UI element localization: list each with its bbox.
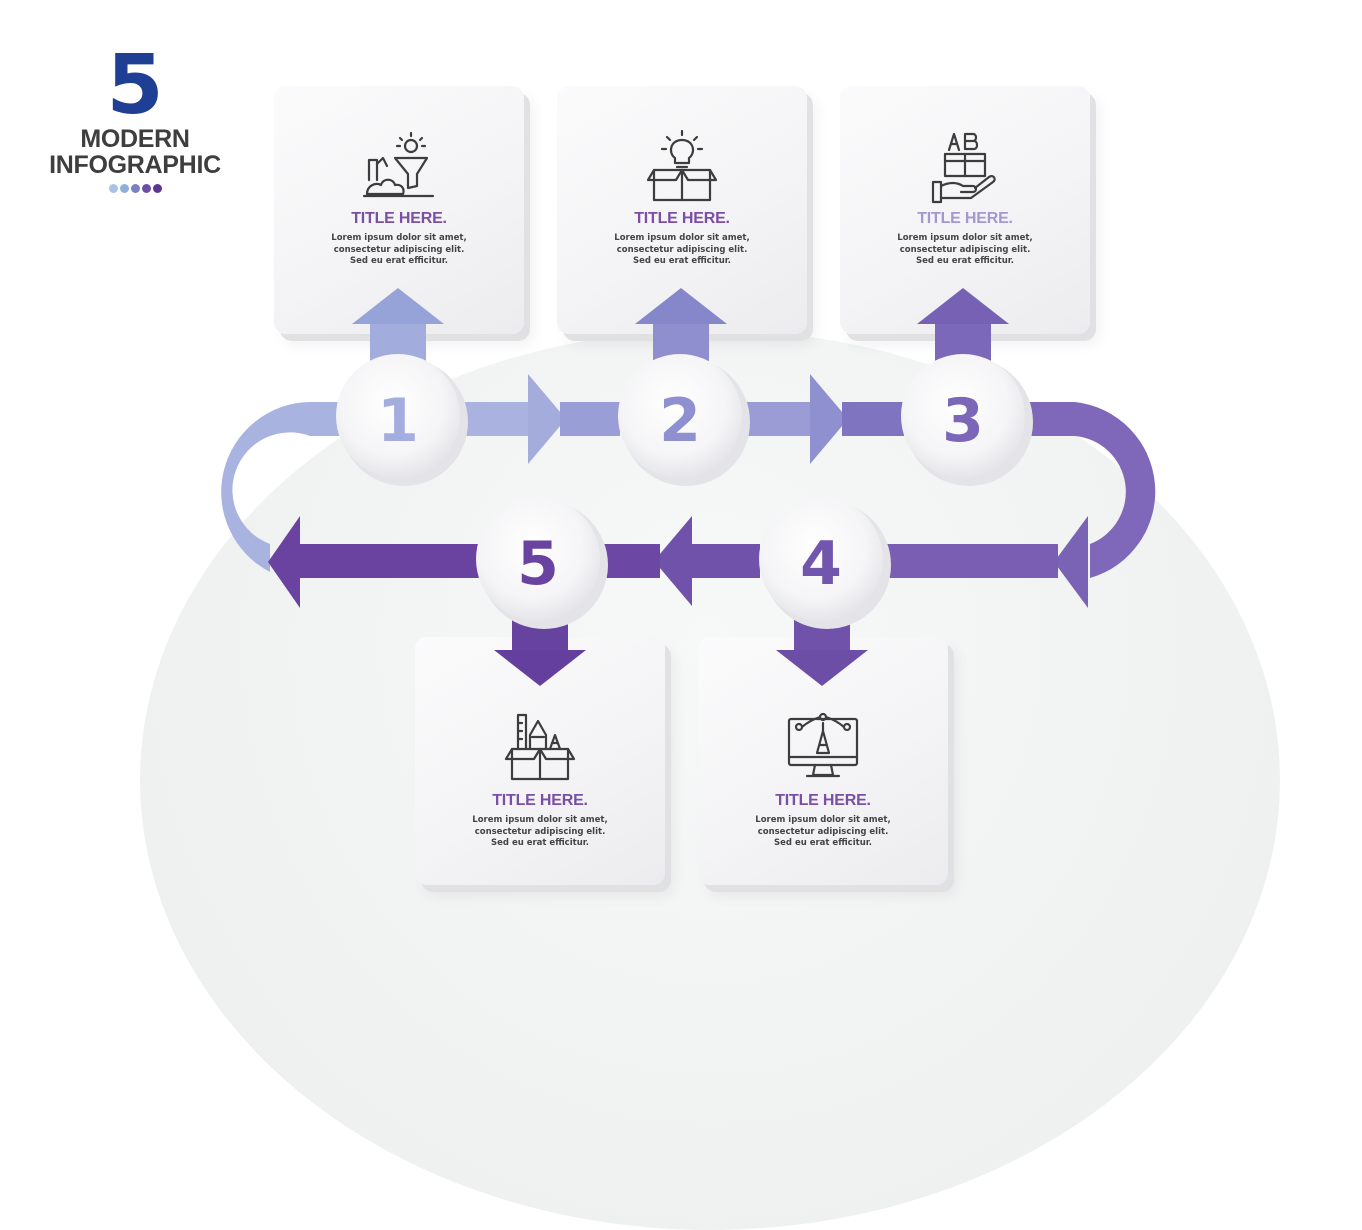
step-title-2: TITLE HERE.	[634, 210, 730, 227]
flow-arrow-loop-right	[1022, 402, 1156, 578]
step-title-1: TITLE HERE.	[351, 210, 447, 227]
step-text-line: Lorem ipsum dolor sit amet,	[897, 233, 1033, 243]
heading-dot	[152, 184, 162, 193]
step-number-4: 4	[800, 529, 842, 599]
step-circle-4: 4	[759, 497, 891, 629]
up-arrow-2	[635, 288, 727, 362]
step-circle-2: 2	[618, 354, 750, 486]
tools-box-icon	[504, 713, 576, 781]
step-circle-3: 3	[901, 354, 1033, 486]
monitor-design-icon	[787, 712, 859, 778]
step-title-3: TITLE HERE.	[917, 210, 1013, 227]
step-text-4: Lorem ipsum dolor sit amet, consectetur …	[698, 815, 948, 850]
step-number-1: 1	[377, 386, 419, 456]
flow-arrow-5-stub	[598, 544, 660, 578]
step-text-line: Lorem ipsum dolor sit amet,	[755, 815, 891, 825]
up-arrow-1	[352, 288, 444, 362]
step-text-line: consectetur adipiscing elit.	[474, 826, 606, 837]
step-number-3: 3	[942, 386, 984, 456]
flow-arrow-3-stub	[842, 402, 904, 436]
step-text-line: consectetur adipiscing elit.	[616, 244, 748, 255]
heading-line-1: MODERN	[80, 125, 190, 153]
flow-arrow-head-1-2	[528, 374, 566, 464]
flow-arrow-3-4	[880, 544, 1058, 578]
heading-dot	[119, 184, 129, 193]
flow-arrow-head-right	[1054, 516, 1088, 608]
step-circle-1: 1	[336, 354, 468, 486]
step-number-2: 2	[659, 386, 701, 456]
step-text-line: Lorem ipsum dolor sit amet,	[331, 233, 467, 243]
step-text-line: Sed eu erat efficitur.	[350, 256, 448, 266]
step-text-line: Lorem ipsum dolor sit amet,	[472, 815, 608, 825]
flow-arrow-2-3	[740, 402, 815, 436]
heading-line-2: INFOGRAPHIC	[49, 151, 221, 179]
flow-arrow-head-2-3	[810, 374, 848, 464]
flow-arrow-1-2	[455, 402, 535, 436]
heading-dot	[141, 184, 151, 193]
hand-box-icon	[931, 132, 996, 204]
step-text-3: Lorem ipsum dolor sit amet, consectetur …	[840, 233, 1090, 268]
infographic-heading: 5 MODERN INFOGRAPHIC	[40, 38, 230, 193]
heading-number: 5	[106, 38, 164, 133]
step-text-line: Lorem ipsum dolor sit amet,	[614, 233, 750, 243]
idea-funnel-icon	[362, 131, 435, 198]
step-circle-5: 5	[476, 497, 608, 629]
step-title-5: TITLE HERE.	[492, 792, 588, 809]
heading-dot	[108, 184, 118, 193]
step-number-5: 5	[517, 529, 559, 599]
step-text-line: Sed eu erat efficitur.	[633, 256, 731, 266]
step-text-line: Sed eu erat efficitur.	[774, 838, 872, 848]
flow-arrow-4-5	[690, 544, 760, 578]
heading-dot	[130, 184, 140, 193]
flow-arrow-5-exit	[300, 544, 480, 578]
flow-diagram: 1 2 3 4 5	[221, 288, 1156, 686]
step-text-2: Lorem ipsum dolor sit amet, consectetur …	[557, 233, 807, 268]
step-text-line: consectetur adipiscing elit.	[757, 826, 889, 837]
step-text-line: Sed eu erat efficitur.	[916, 256, 1014, 266]
step-title-4: TITLE HERE.	[775, 792, 871, 809]
flow-arrow-head-left	[268, 516, 300, 608]
step-text-line: consectetur adipiscing elit.	[333, 244, 465, 255]
flow-arrow-loop-left	[221, 402, 340, 572]
step-text-line: Sed eu erat efficitur.	[491, 838, 589, 848]
step-text-1: Lorem ipsum dolor sit amet, consectetur …	[274, 233, 524, 268]
flow-arrow-2-3-stub	[560, 402, 620, 436]
up-arrow-3	[917, 288, 1009, 362]
idea-box-icon	[646, 130, 718, 202]
step-text-line: consectetur adipiscing elit.	[899, 244, 1031, 255]
flow-arrow-head-4-5	[654, 516, 692, 606]
heading-dots	[40, 184, 230, 193]
step-text-5: Lorem ipsum dolor sit amet, consectetur …	[415, 815, 665, 850]
